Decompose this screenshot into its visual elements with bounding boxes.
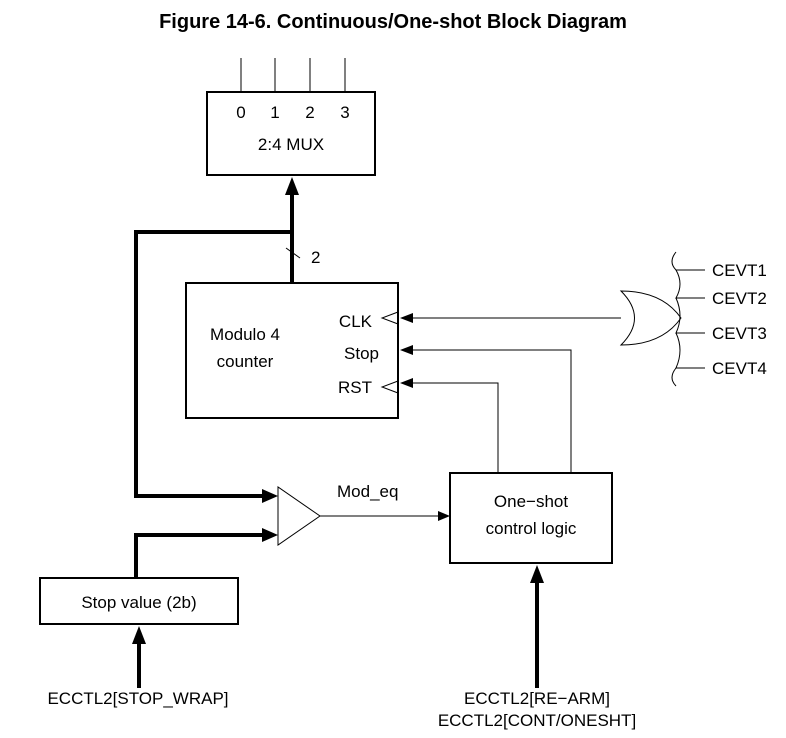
mod-eq-arrow (438, 511, 450, 521)
mux-box (206, 91, 376, 176)
counter-port-stop: Stop (344, 344, 379, 363)
stopvalue-label: Stop value (2b) (81, 593, 196, 612)
mux-input-2: 2 (305, 103, 314, 122)
counter-label-line1: Modulo 4 (210, 325, 280, 344)
mux-input-0: 0 (236, 103, 245, 122)
input-stop-wrap: ECCTL2[STOP_WRAP] (47, 689, 228, 708)
clk-arrow (400, 313, 413, 323)
counter-port-clk: CLK (339, 312, 373, 331)
clk-edge-marker (380, 311, 399, 325)
oneshot-label-line1: One−shot (494, 492, 568, 511)
stop-arrow (400, 345, 413, 355)
event-inputs (671, 251, 705, 387)
oneshot-label-line2: control logic (486, 519, 577, 538)
rearm-arrow (530, 565, 544, 583)
rst-arrow (400, 378, 413, 388)
figure-title: Figure 14-6. Continuous/One-shot Block D… (159, 11, 627, 33)
comparator-top-arrow (262, 489, 278, 503)
counter-port-rst: RST (338, 378, 372, 397)
bus-width-slash (285, 247, 301, 259)
comparator-bottom-arrow (262, 528, 278, 542)
mod-eq-label: Mod_eq (337, 482, 398, 501)
event-cevt3: CEVT3 (712, 324, 767, 343)
rst-edge-marker (380, 380, 399, 394)
comparator (277, 486, 321, 546)
stop-line (411, 349, 572, 473)
mux-input-3: 3 (340, 103, 349, 122)
mux-input-1: 1 (270, 103, 279, 122)
mux-input-arrow (285, 177, 299, 195)
or-gate (619, 290, 682, 346)
mux-label: 2:4 MUX (258, 135, 324, 154)
stopvalue-box (39, 577, 239, 625)
input-cont-onesht: ECCTL2[CONT/ONESHT] (438, 711, 636, 730)
rst-line (411, 382, 499, 473)
event-cevt4: CEVT4 (712, 359, 767, 378)
event-cevt1: CEVT1 (712, 261, 767, 280)
stopwrap-arrow (132, 626, 146, 644)
bus-width-label: 2 (311, 248, 320, 267)
feedback-bus (134, 230, 292, 498)
counter-box (185, 282, 399, 419)
input-rearm: ECCTL2[RE−ARM] (464, 689, 610, 708)
oneshot-box (449, 472, 613, 564)
mux-output-lines (240, 58, 346, 92)
counter-label-line2: counter (217, 352, 274, 371)
event-cevt2: CEVT2 (712, 289, 767, 308)
stopvalue-bus (134, 533, 263, 578)
